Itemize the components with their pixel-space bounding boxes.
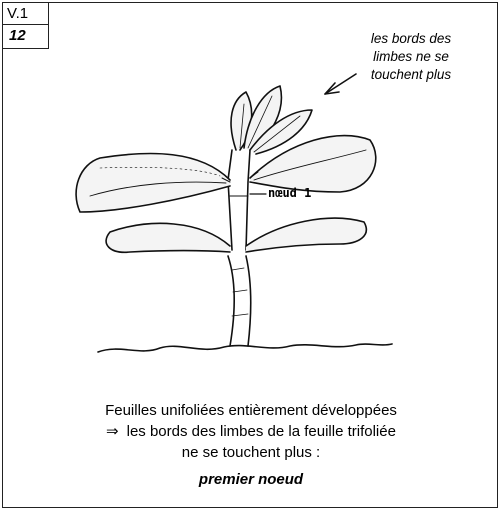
- annotation-line-2: limbes ne se: [336, 48, 486, 66]
- caption-line-2-text: les bords des limbes de la feuille trifo…: [127, 423, 396, 440]
- annotation-note: les bords des limbes ne se touchent plus: [336, 30, 486, 84]
- left-unifoliate-leaf: [76, 153, 230, 212]
- caption: Feuilles unifoliées entièrement développ…: [0, 400, 502, 490]
- caption-line-2: ⇒ les bords des limbes de la feuille trif…: [0, 421, 502, 442]
- node-label: nœud 1: [268, 186, 311, 200]
- caption-line-3: ne se touchent plus :: [0, 442, 502, 463]
- implies-arrow-icon: ⇒: [106, 423, 119, 440]
- caption-line-1: Feuilles unifoliées entièrement développ…: [0, 400, 502, 421]
- annotation-line-1: les bords des: [336, 30, 486, 48]
- left-cotyledon: [106, 223, 230, 252]
- epicotyl: [228, 150, 232, 250]
- hypocotyl-back: [246, 256, 251, 346]
- right-cotyledon: [246, 218, 366, 252]
- annotation-arrowhead: [325, 83, 339, 94]
- caption-emphasis: premier noeud: [0, 469, 502, 490]
- soil-line: [98, 344, 392, 352]
- annotation-line-3: touchent plus: [336, 66, 486, 84]
